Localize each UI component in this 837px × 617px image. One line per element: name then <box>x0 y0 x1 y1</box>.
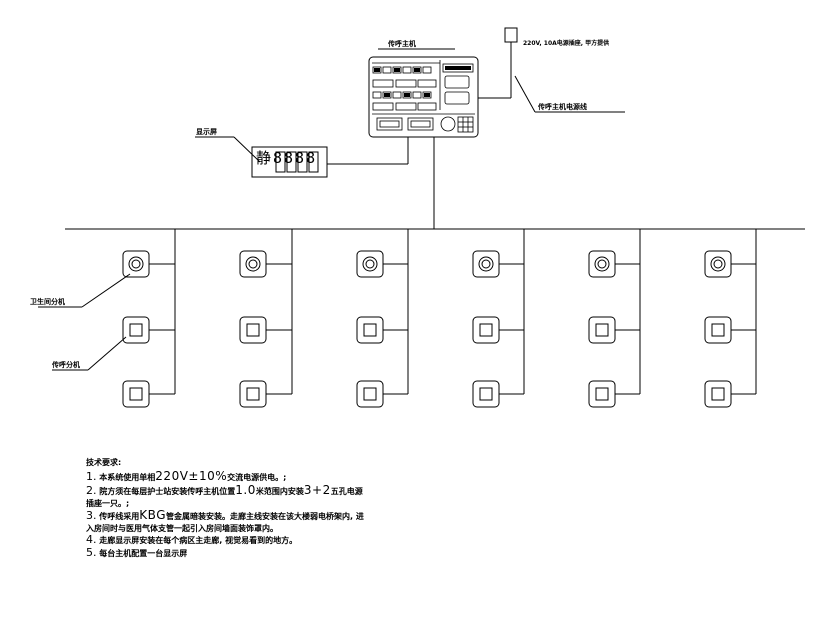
note-5: 5. 每台主机配置一台显示屏 <box>86 546 188 559</box>
call-unit <box>472 380 500 408</box>
power-note: 220V, 10A电源插座, 甲方提供 <box>523 40 610 47</box>
host-title: 传呼主机 <box>388 40 416 48</box>
display-digit <box>297 151 308 173</box>
call-unit <box>239 316 267 344</box>
call-unit <box>122 316 150 344</box>
note-1: 1. 本系统使用单相220V±10%交流电源供电。; <box>86 469 287 483</box>
display-screen <box>251 146 328 178</box>
call-unit <box>356 380 384 408</box>
technical-notes: 技术要求: 1. 本系统使用单相220V±10%交流电源供电。; 2. 院方须在… <box>86 458 446 560</box>
power-plug <box>504 27 518 43</box>
display-digit <box>308 151 319 173</box>
call-unit <box>704 316 732 344</box>
note-3-cont: 入房间时与医用气体支管一起引入房间墙面装饰罩内。 <box>86 524 278 533</box>
note-3: 3. 传呼线采用KBG管金属暗装安装。走廊主线安装在该大楼弱电桥架内, 进 <box>86 508 364 522</box>
call-unit <box>356 316 384 344</box>
bathroom-unit <box>588 250 616 278</box>
unit-columns <box>122 151 757 408</box>
bathroom-unit <box>356 250 384 278</box>
bathroom-unit <box>239 250 267 278</box>
display-content: 静8888 <box>256 149 318 167</box>
call-unit <box>472 316 500 344</box>
host-unit <box>368 56 479 138</box>
call-unit <box>122 380 150 408</box>
note-2-cont: 插座一只。; <box>86 499 130 508</box>
note-2: 2. 院方须在每层护士站安装传呼主机位置1.0米范围内安装3+2五孔电源 <box>86 483 363 497</box>
call-unit <box>239 380 267 408</box>
note-4: 4. 走廊显示屏安装在每个病区主走廊, 视觉易看到的地方。 <box>86 533 298 546</box>
display-digit <box>275 151 286 173</box>
bed-unit-label: 卫生间分机 <box>30 298 65 306</box>
call-unit <box>704 380 732 408</box>
call-unit-label: 传呼分机 <box>52 361 80 369</box>
bathroom-unit <box>704 250 732 278</box>
call-unit <box>588 316 616 344</box>
bathroom-unit <box>122 250 150 278</box>
display-digit <box>286 151 297 173</box>
display-label: 显示屏 <box>196 128 217 136</box>
notes-title: 技术要求: <box>86 458 122 467</box>
power-line-label: 传呼主机电源线 <box>538 103 587 111</box>
bathroom-unit <box>472 250 500 278</box>
call-unit <box>588 380 616 408</box>
